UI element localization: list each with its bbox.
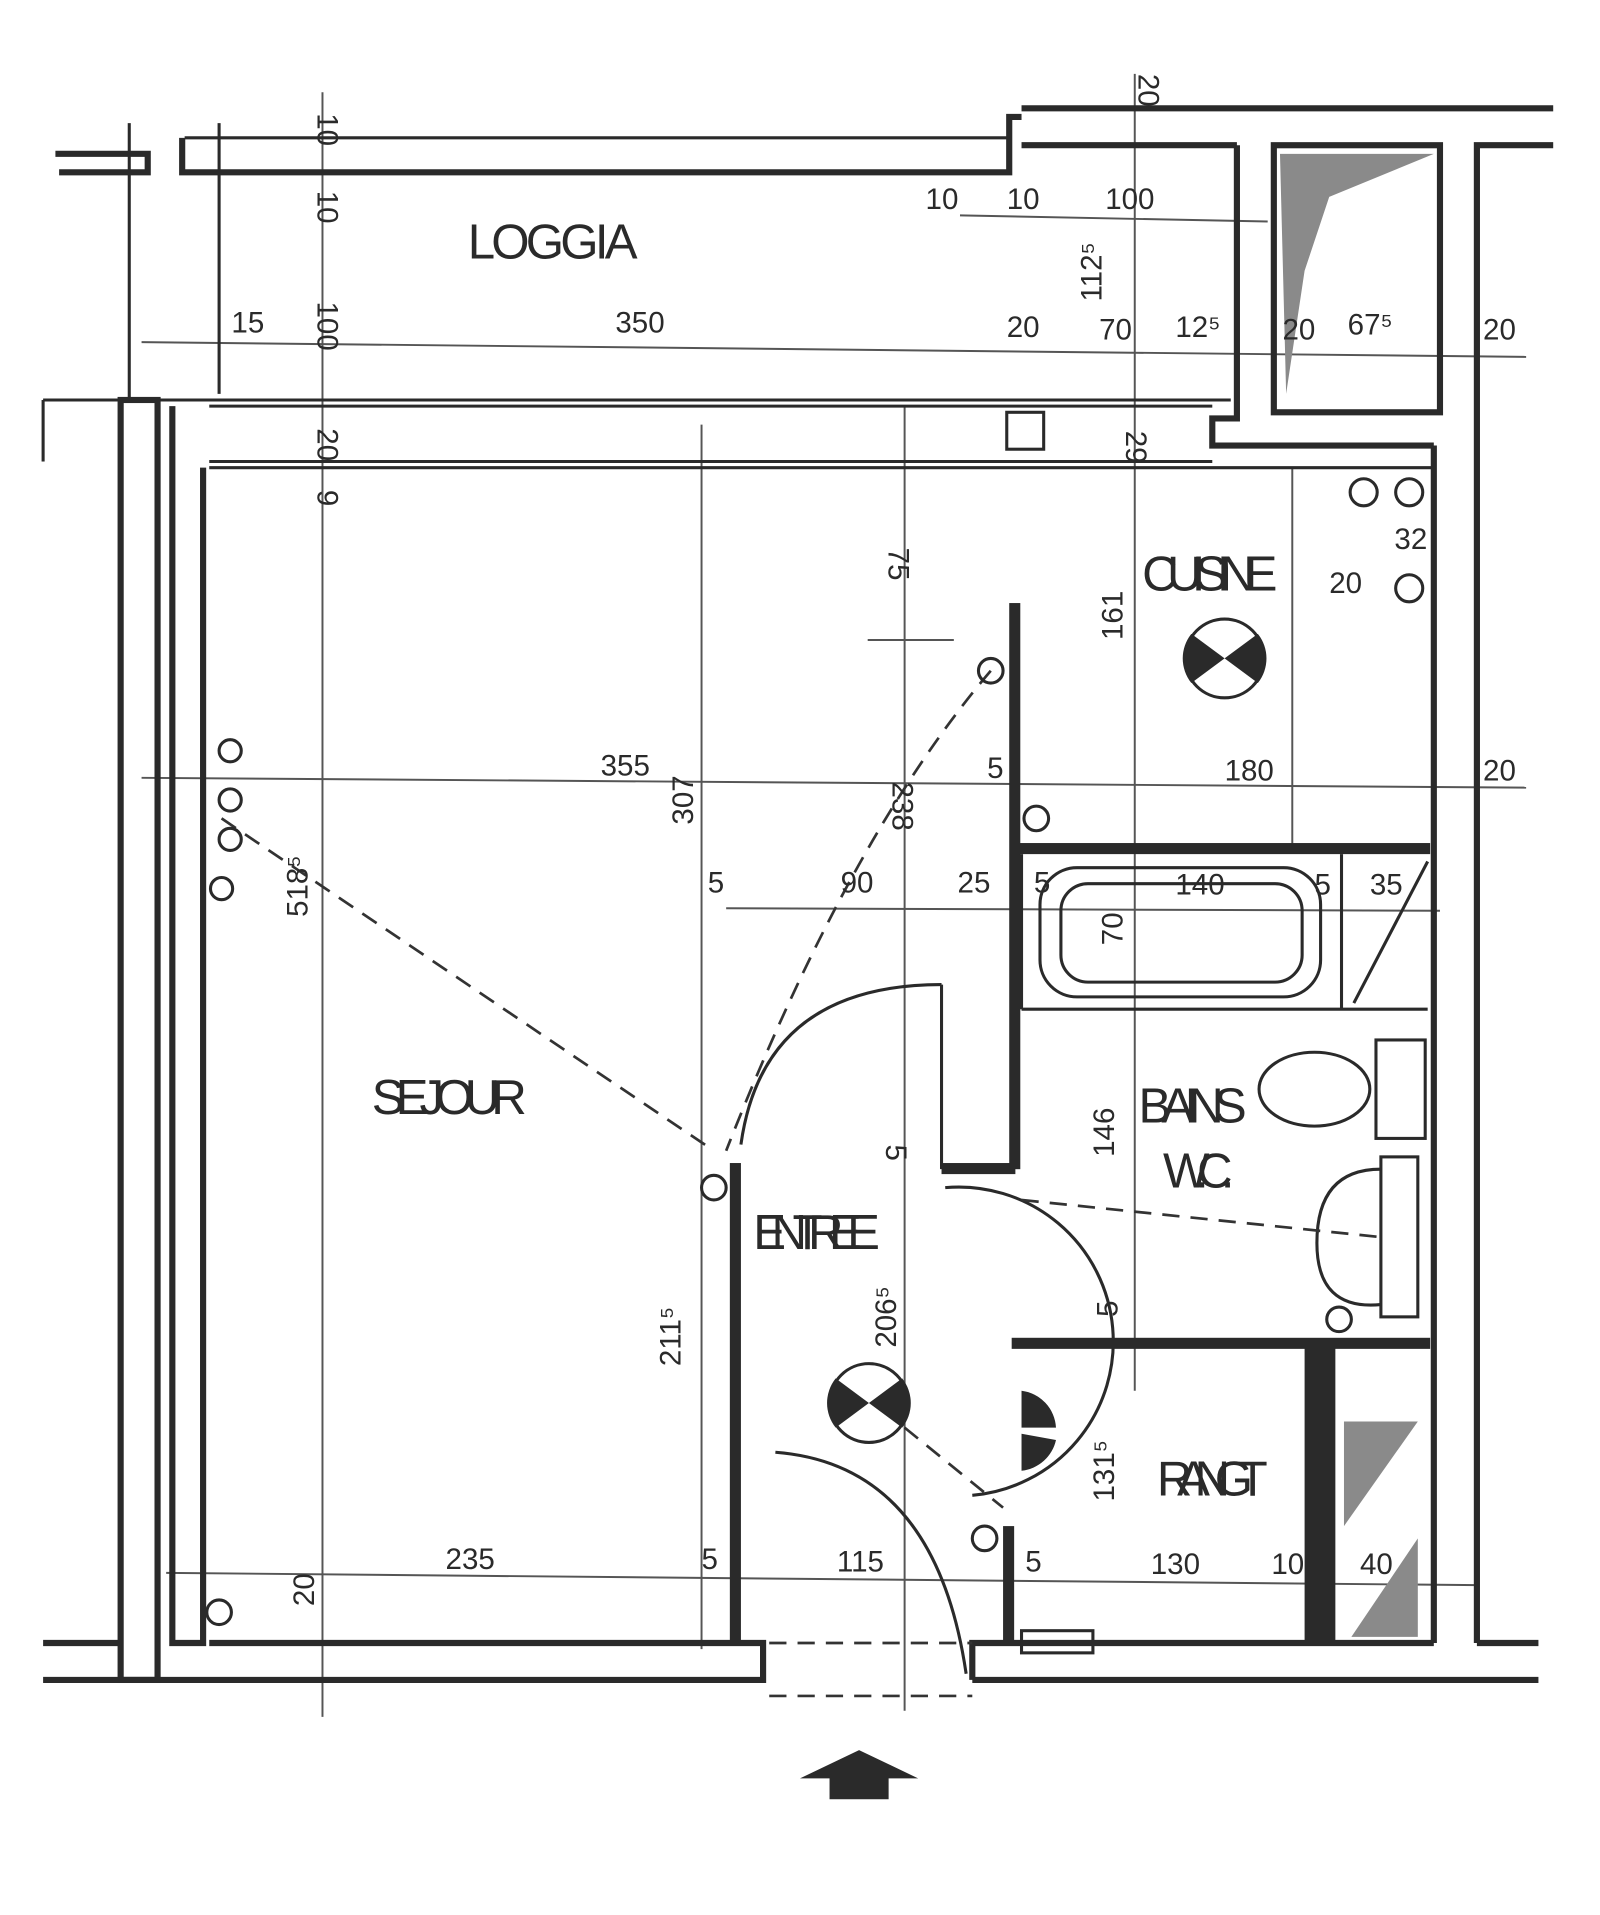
dimension-label: 15 <box>231 306 264 339</box>
dimension-label: 70 <box>1096 912 1129 945</box>
dimension-label: 40 <box>1360 1548 1393 1581</box>
room-label-rangement: RANGT <box>1157 1451 1270 1506</box>
dimension-label: 12⁵ <box>1175 311 1220 344</box>
dimension-label: 10 <box>926 183 959 216</box>
dimension-label: 180 <box>1225 754 1274 787</box>
dimension-label: 10 <box>1271 1548 1304 1581</box>
dimension-label: 235 <box>446 1543 495 1576</box>
dimension-label: 140 <box>1175 869 1224 902</box>
plan-walls <box>41 73 1554 1800</box>
dimension-label: 10 <box>1007 183 1040 216</box>
dimension-label: 32 <box>1394 523 1427 556</box>
dimension-label: 25 <box>958 866 991 899</box>
entrance-arrow-icon <box>800 1750 919 1800</box>
dimension-label: 90 <box>841 866 874 899</box>
dimension-label: 115 <box>837 1546 884 1579</box>
dimension-label: 350 <box>615 306 664 339</box>
dimension-label: 20 <box>1483 754 1516 787</box>
dimension-label: 10 <box>311 191 344 224</box>
dimension-label: 10 <box>311 113 344 146</box>
dimension-label: 35 <box>1370 869 1403 902</box>
dimension-label: 9 <box>311 490 344 506</box>
dimension-label: 20 <box>1282 314 1315 347</box>
dimension-label: 5 <box>987 752 1003 785</box>
dimension-label: 20 <box>1329 567 1362 600</box>
dimension-label: 5 <box>1092 1300 1125 1316</box>
dimension-label: 20 <box>1131 74 1164 107</box>
dimension-label: 100 <box>1105 183 1154 216</box>
dimension-label: 29 <box>1119 431 1152 464</box>
dimension-label: 5 <box>708 866 724 899</box>
dimension-label: 5 <box>879 1145 912 1161</box>
dimension-label: 20 <box>311 428 344 461</box>
dimension-labels: 10 10 100 20 9 20 112⁵ 29 75 161 307 238 518⁵ 70 5 146 2… <box>231 74 1515 1606</box>
dimension-label: 70 <box>1099 314 1132 347</box>
dimension-label: 238 <box>885 782 918 831</box>
dimension-label: 355 <box>601 749 650 782</box>
dimension-label: 75 <box>882 548 915 581</box>
room-label-cuisine: CUISINE <box>1142 547 1280 602</box>
room-label-bains: BAINS <box>1138 1078 1249 1133</box>
dimension-label: 20 <box>288 1573 321 1606</box>
dimension-label: 211⁵ <box>655 1307 688 1366</box>
dimension-label: 5 <box>1314 869 1330 902</box>
dimension-label: 100 <box>311 302 344 351</box>
dimension-label: 146 <box>1088 1108 1121 1157</box>
room-label-sejour: SEJOUR <box>372 1070 530 1125</box>
dimension-label: 161 <box>1096 591 1129 640</box>
dimension-label: 5 <box>1025 1546 1041 1579</box>
dimension-label: 130 <box>1151 1548 1200 1581</box>
room-labels: LOGGIA CUISINE SEJOUR ENTREE BAINS W.C. … <box>372 214 1280 1506</box>
dimension-label: 20 <box>1483 314 1516 347</box>
dimension-label: 131⁵ <box>1088 1440 1121 1501</box>
dimension-label: 112⁵ <box>1076 242 1109 301</box>
ceiling-light-icon <box>1182 617 1267 700</box>
dimension-label: 5 <box>702 1543 718 1576</box>
room-label-wc: W.C. <box>1163 1144 1237 1199</box>
socket-icons <box>205 477 1425 1655</box>
room-label-entree: ENTREE <box>753 1205 882 1260</box>
dimension-label: 20 <box>1007 311 1040 344</box>
dimension-label: 67⁵ <box>1348 309 1393 342</box>
ceiling-light-icon <box>827 1362 911 1444</box>
dimension-label: 206⁵ <box>870 1286 903 1347</box>
wall-light-icon <box>1021 1390 1056 1471</box>
dimension-label: 307 <box>667 775 700 824</box>
dimension-label: 518⁵ <box>282 855 315 916</box>
room-label-loggia: LOGGIA <box>468 214 640 269</box>
dimension-label: 5 <box>1034 866 1050 899</box>
